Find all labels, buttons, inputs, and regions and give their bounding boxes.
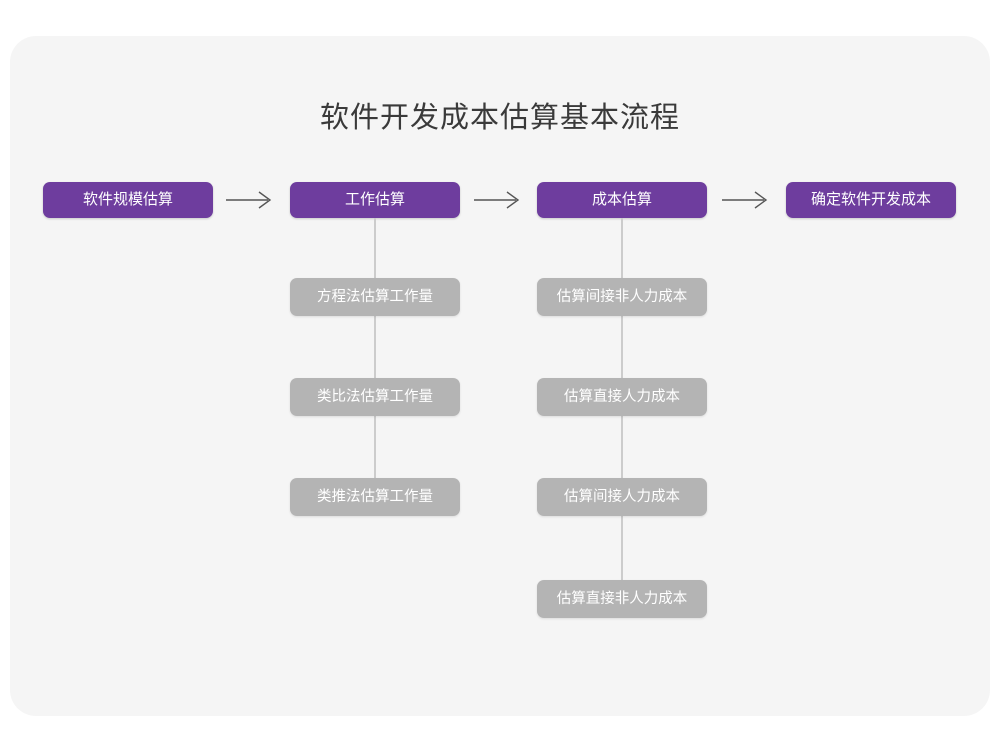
substep-node-analogy-method-effort[interactable]: 类比法估算工作量	[290, 378, 460, 416]
diagram-canvas: 软件开发成本估算基本流程 软件规模估算 工作估算 成本估算 确定软件开发成本 方…	[10, 36, 990, 716]
substep-node-inference-method-effort[interactable]: 类推法估算工作量	[290, 478, 460, 516]
connector-line-stage2	[374, 218, 376, 512]
substep-slot-stage3-4: 估算直接非人力成本	[537, 580, 707, 618]
stage-node-software-scale-estimation[interactable]: 软件规模估算	[43, 182, 213, 218]
substep-node-direct-nonlabor-cost[interactable]: 估算直接非人力成本	[537, 580, 707, 618]
stage-node-cost-estimation[interactable]: 成本估算	[537, 182, 707, 218]
arrow-stage1-to-stage2	[220, 182, 280, 218]
substep-node-equation-method-effort[interactable]: 方程法估算工作量	[290, 278, 460, 316]
substep-slot-stage2-3: 类推法估算工作量	[290, 478, 460, 516]
stage-node-effort-estimation[interactable]: 工作估算	[290, 182, 460, 218]
diagram-title: 软件开发成本估算基本流程	[319, 102, 680, 134]
connector-line-stage3	[621, 218, 623, 616]
substep-node-indirect-labor-cost[interactable]: 估算间接人力成本	[537, 478, 707, 516]
stage-row: 软件规模估算 工作估算 成本估算 确定软件开发成本	[10, 182, 990, 222]
stage-node-determine-development-cost[interactable]: 确定软件开发成本	[786, 182, 956, 218]
substep-slot-stage2-2: 类比法估算工作量	[290, 378, 460, 416]
substep-node-indirect-nonlabor-cost[interactable]: 估算间接非人力成本	[537, 278, 707, 316]
substep-slot-stage3-1: 估算间接非人力成本	[537, 278, 707, 316]
substep-slot-stage3-3: 估算间接人力成本	[537, 478, 707, 516]
arrow-stage2-to-stage3	[468, 182, 528, 218]
substep-node-direct-labor-cost[interactable]: 估算直接人力成本	[537, 378, 707, 416]
arrow-stage3-to-stage4	[716, 182, 776, 218]
substep-slot-stage2-1: 方程法估算工作量	[290, 278, 460, 316]
substep-slot-stage3-2: 估算直接人力成本	[537, 378, 707, 416]
